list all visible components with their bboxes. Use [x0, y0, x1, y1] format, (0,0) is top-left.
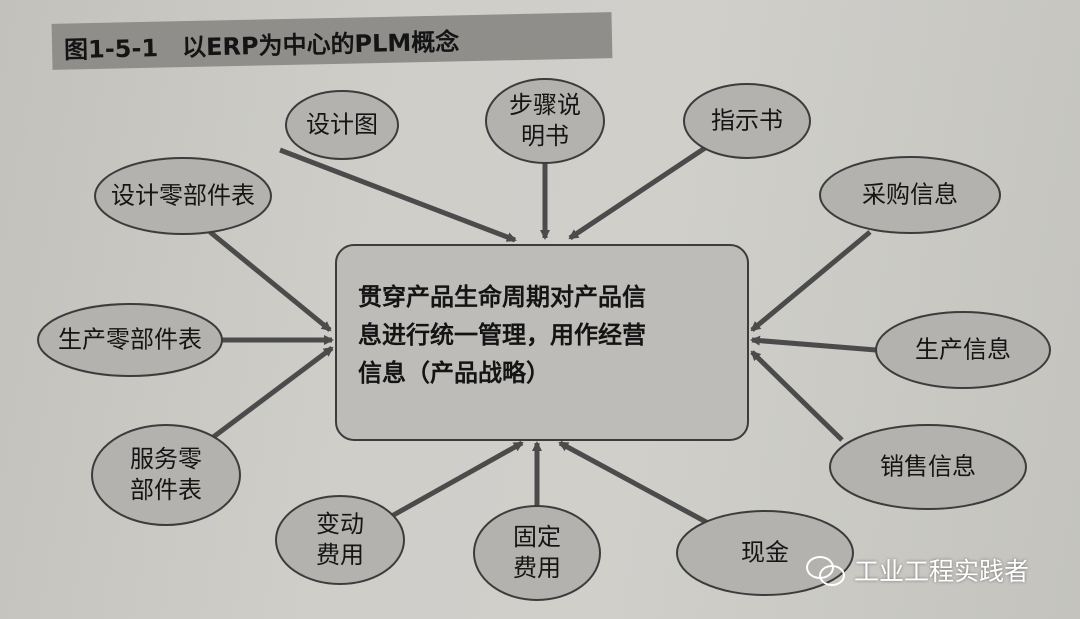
node-instruction-book — [683, 83, 811, 159]
arrow-design-drawing — [279, 147, 517, 243]
arrow-service-parts-list — [210, 346, 334, 440]
center-box — [335, 244, 749, 441]
node-label-cash: 现金 — [741, 538, 789, 569]
node-label-line: 费用 — [316, 541, 364, 569]
node-variable-cost — [275, 495, 405, 585]
node-design-drawing — [285, 90, 399, 160]
node-design-parts-list — [94, 157, 272, 235]
node-sales-info — [829, 424, 1027, 510]
node-label-line: 服务零 — [130, 445, 202, 473]
node-label-sales-info: 销售信息 — [880, 452, 976, 483]
node-label-line: 设计图 — [306, 110, 378, 139]
node-label-line: 步骤说 — [509, 91, 581, 119]
arrow-design-parts-list — [208, 230, 332, 332]
center-line-3: 信息（产品战略） — [358, 359, 550, 387]
node-label-design-drawing: 设计图 — [306, 110, 378, 141]
node-label-line: 明书 — [521, 122, 569, 150]
node-label-line: 变动 — [316, 510, 364, 538]
arrow-purchasing-info — [750, 230, 872, 332]
node-label-line: 生产零部件表 — [58, 325, 202, 354]
wechat-icon — [806, 554, 846, 586]
node-label-step-description: 步骤说明书 — [509, 90, 581, 152]
arrow-production-info — [750, 335, 877, 353]
node-fixed-cost — [473, 505, 601, 601]
node-label-variable-cost: 变动费用 — [316, 509, 364, 571]
arrow-cash — [558, 440, 710, 526]
node-production-parts-list — [37, 303, 223, 377]
node-label-line: 采购信息 — [862, 180, 958, 209]
node-label-line: 生产信息 — [915, 335, 1011, 364]
node-label-design-parts-list: 设计零部件表 — [111, 181, 255, 212]
node-label-production-info: 生产信息 — [915, 335, 1011, 366]
arrow-instruction-book — [568, 145, 707, 241]
arrow-sales-info — [750, 350, 844, 442]
watermark-text: 工业工程实践者 — [854, 557, 1030, 586]
arrow-variable-cost — [388, 440, 524, 520]
node-label-line: 设计零部件表 — [111, 181, 255, 210]
node-label-line: 部件表 — [130, 476, 202, 504]
watermark: 工业工程实践者 — [806, 552, 1029, 588]
node-label-purchasing-info: 采购信息 — [862, 180, 958, 211]
node-label-instruction-book: 指示书 — [711, 106, 783, 137]
center-box-text: 贯穿产品生命周期对产品信 息进行统一管理，用作经营 信息（产品战略） — [358, 278, 728, 392]
node-purchasing-info — [819, 156, 1001, 234]
node-label-fixed-cost: 固定费用 — [513, 522, 561, 584]
center-line-1: 贯穿产品生命周期对产品信 — [358, 283, 646, 311]
center-line-2: 息进行统一管理，用作经营 — [358, 321, 646, 349]
node-label-line: 现金 — [741, 538, 789, 567]
node-service-parts-list — [91, 424, 241, 526]
node-production-info — [875, 311, 1051, 389]
node-step-description — [485, 78, 605, 164]
node-label-production-parts-list: 生产零部件表 — [58, 325, 202, 356]
node-label-line: 指示书 — [711, 106, 783, 135]
node-label-line: 费用 — [513, 554, 561, 582]
node-label-line: 销售信息 — [880, 452, 976, 481]
node-label-line: 固定 — [513, 523, 561, 551]
node-label-service-parts-list: 服务零部件表 — [130, 444, 202, 506]
